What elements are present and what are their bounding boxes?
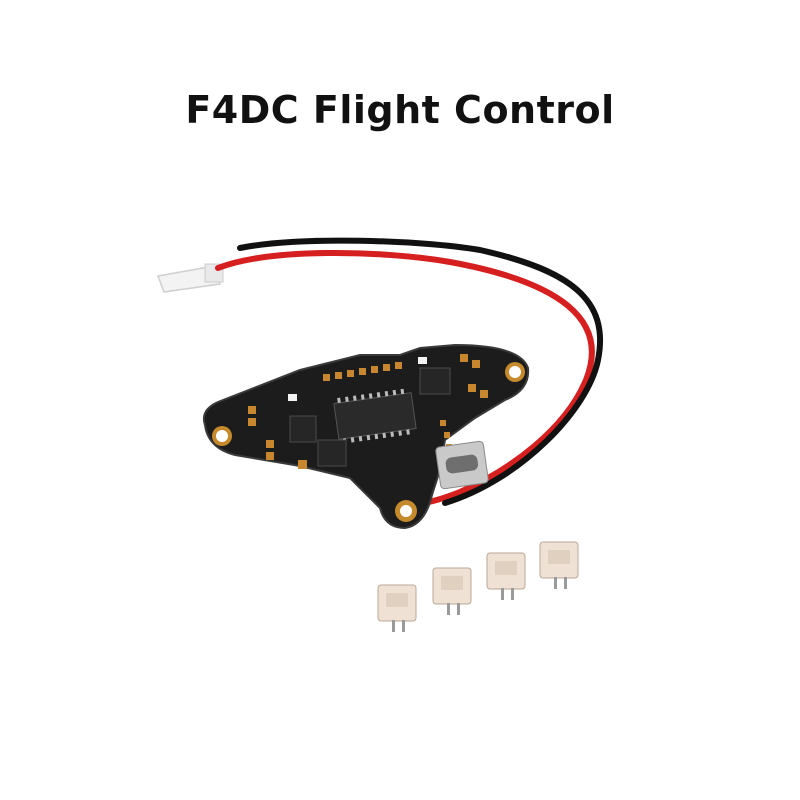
flight-controller-board: [202, 343, 530, 530]
connector: [486, 552, 526, 600]
power-wires: [215, 237, 604, 508]
jst-connectors: [377, 541, 579, 632]
connector: [377, 584, 417, 632]
connector: [432, 567, 472, 615]
jst-plug: [156, 263, 224, 293]
page-title: F4DC Flight Control: [185, 88, 615, 132]
connector: [539, 541, 579, 589]
